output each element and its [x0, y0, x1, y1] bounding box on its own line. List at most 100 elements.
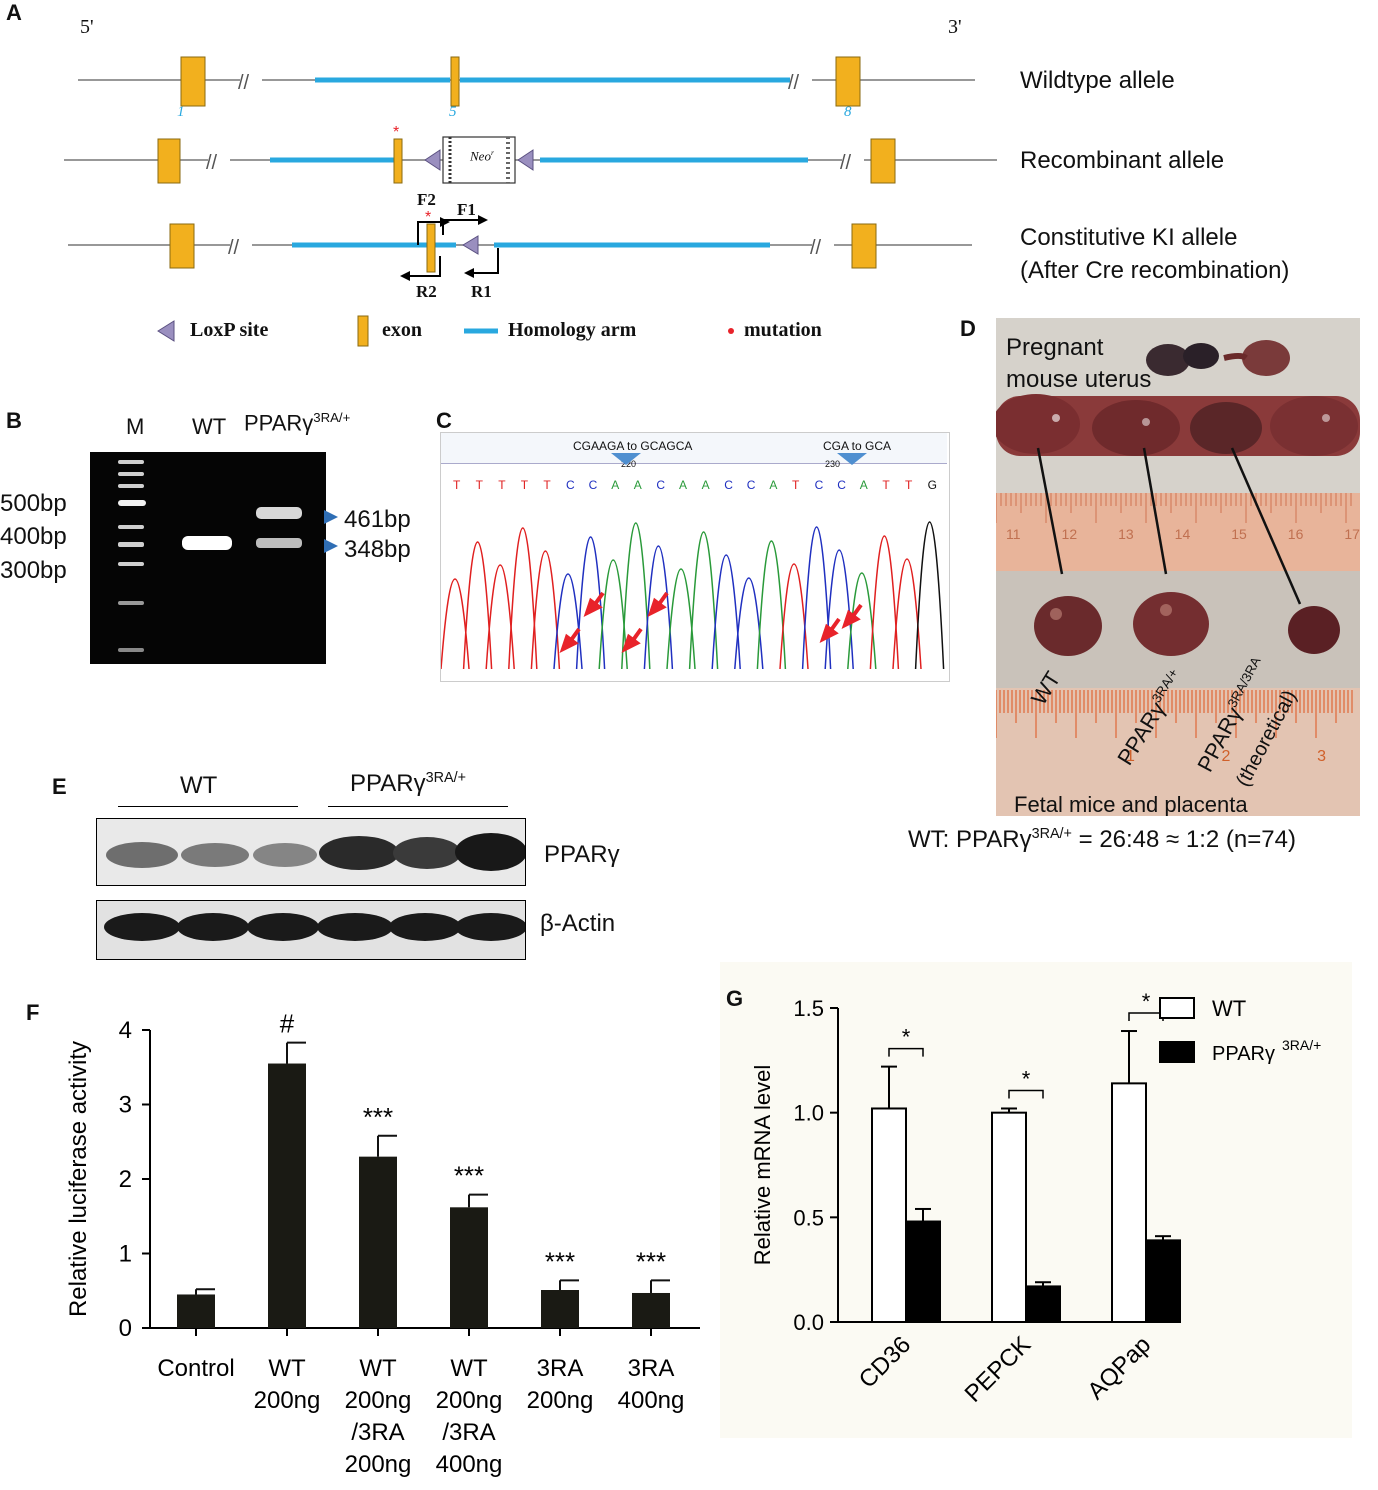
uterus-title-line1: Pregnant	[1006, 334, 1104, 361]
trace-peak	[801, 526, 832, 670]
category-label: AQPap	[1082, 1331, 1156, 1405]
exon-legend-icon	[357, 315, 369, 347]
significance-bracket	[888, 1047, 924, 1057]
base-call: T	[905, 478, 913, 492]
uterus-title-line2: mouse uterus	[1006, 366, 1152, 393]
significance-bracket	[1008, 1089, 1044, 1099]
trace-peak	[914, 521, 945, 670]
band-348bp-label: 348bp	[344, 536, 411, 563]
exon-1	[180, 56, 206, 107]
pparg-blot	[96, 818, 527, 886]
legend-swatch-mutant	[1159, 1041, 1195, 1063]
lane-mutant-label: PPARγ3RA/+	[244, 410, 351, 436]
category-label: PEPCK	[960, 1331, 1037, 1408]
legend-label-mutant-sup: 3RA/+	[1282, 1037, 1321, 1053]
significance-marker: ***	[545, 1246, 575, 1276]
base-call: A	[634, 478, 642, 492]
svg-text://: //	[206, 152, 218, 174]
primer-r2-label: R2	[416, 282, 437, 301]
exon-5	[450, 56, 460, 107]
annotation-cga: CGA to GCA	[823, 439, 892, 453]
y-tick-label: 2	[119, 1166, 132, 1193]
genotype-ratio: WT: PPARγ3RA/+ = 26:48 ≈ 1:2 (n=74)	[908, 826, 1296, 853]
wildtype-allele-track: // //	[78, 56, 975, 107]
bar	[905, 1220, 941, 1323]
bar	[359, 1156, 397, 1328]
gel-image	[90, 452, 326, 664]
bar	[268, 1063, 306, 1328]
primer-r1-label: R1	[471, 282, 492, 301]
legend-label-wt: WT	[1212, 996, 1246, 1021]
significance-marker: *	[1022, 1066, 1031, 1091]
primer-f2-label: F2	[417, 190, 436, 209]
svg-text://: //	[238, 72, 250, 94]
bar	[541, 1290, 579, 1328]
panel-g-letter: G	[726, 986, 744, 1011]
category-label: 3RA	[628, 1355, 675, 1382]
recombinant-allele-track: // // *	[64, 124, 997, 184]
y-tick-label: 0.5	[793, 1205, 824, 1230]
trace-peak	[892, 558, 922, 670]
panel-d-letter: D	[960, 316, 976, 341]
annotation-cgaaga: CGAAGA to GCAGCA	[573, 439, 693, 453]
diagram-legend	[157, 315, 734, 347]
panel-a-letter: A	[6, 0, 22, 25]
category-label: 400ng	[436, 1451, 503, 1478]
y-tick-label: 4	[119, 1017, 132, 1044]
wt-group-line	[118, 806, 298, 807]
exon-5-label: 5	[449, 104, 457, 120]
base-call: C	[747, 478, 756, 492]
band-461bp-label: 461bp	[344, 506, 411, 533]
svg-text://: //	[810, 237, 822, 259]
allele-diagram: // // // // * // // *	[64, 56, 997, 347]
ki-allele-track: // // *	[68, 209, 972, 281]
base-call: A	[611, 478, 619, 492]
mutation-arrows	[559, 591, 863, 653]
mut-band-348	[256, 538, 302, 548]
trace-peak	[598, 559, 628, 670]
legend-loxp-label: LoxP site	[190, 319, 269, 341]
legend-homology-label: Homology arm	[508, 319, 637, 341]
significance-marker: ***	[454, 1161, 484, 1191]
trace-peak	[462, 541, 493, 670]
category-label: 400ng	[618, 1387, 685, 1414]
bar	[871, 1107, 907, 1323]
neo-cassette	[442, 136, 516, 184]
base-call: C	[589, 478, 598, 492]
ladder-400bp: 400bp	[0, 523, 67, 550]
trace-peak	[530, 550, 561, 670]
base-call: A	[679, 478, 687, 492]
base-call: T	[792, 478, 800, 492]
lane-wt-label: WT	[192, 414, 227, 439]
legend-swatch-wt	[1159, 997, 1195, 1019]
base-call: C	[566, 478, 575, 492]
ki-allele-sublabel: (After Cre recombination)	[1020, 257, 1290, 284]
bar	[1145, 1239, 1181, 1323]
primer-f1-label: F1	[457, 200, 476, 219]
category-label: 200ng	[436, 1387, 503, 1414]
significance-marker: ***	[636, 1246, 666, 1276]
significance-marker: #	[280, 1009, 295, 1039]
five-prime-label: 5'	[80, 16, 94, 38]
panel-c-letter: C	[436, 408, 452, 433]
panel-f-letter: F	[26, 1000, 40, 1025]
category-label: /3RA	[442, 1419, 495, 1446]
base-call: T	[521, 478, 529, 492]
ladder-300bp: 300bp	[0, 557, 67, 584]
trace-peak	[688, 531, 719, 670]
annotation-arrow-1	[611, 453, 641, 465]
trace-peak	[779, 563, 809, 670]
panel-g-background	[720, 962, 1352, 1438]
exon-1-label: 1	[177, 104, 185, 120]
fetus-het	[1133, 592, 1209, 656]
y-tick-label: 1.5	[793, 996, 824, 1021]
bar	[632, 1292, 670, 1328]
mutant-group-line	[328, 806, 508, 807]
blot-row-pparg: PPARγ	[544, 841, 620, 868]
base-call: G	[928, 478, 937, 492]
loxp-legend-icon	[157, 320, 175, 342]
svg-text:*: *	[393, 124, 399, 141]
